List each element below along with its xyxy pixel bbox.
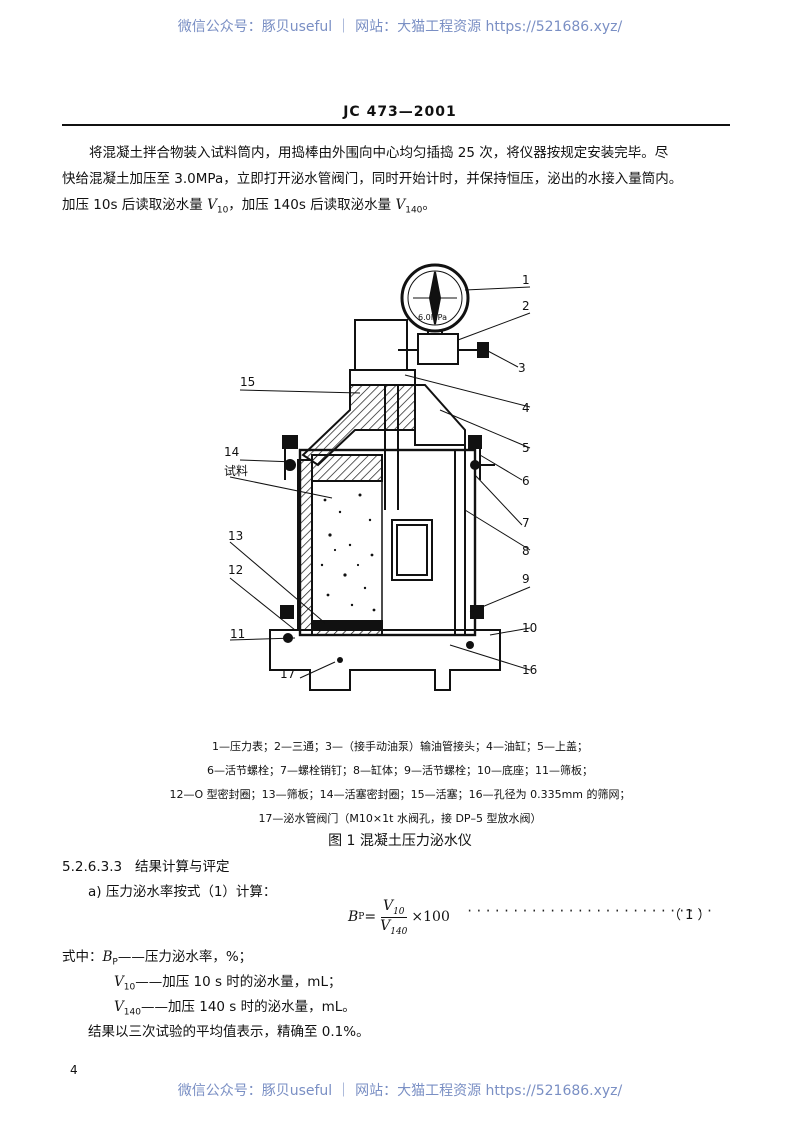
callout-16: 16 — [522, 663, 537, 677]
bleeding-apparatus-diagram: 6.0MPa — [224, 263, 537, 691]
where-line-3: V140——加压 140 s 时的泌水量，mL。 — [114, 999, 356, 1018]
where-line-1: 式中：BP——压力泌水率，%； — [62, 949, 253, 968]
watermark-bottom: 微信公众号：豚贝useful ｜ 网站：大猫工程资源 https://52168… — [177, 1083, 623, 1099]
where-line-2: V10——加压 10 s 时的泌水量，mL； — [114, 974, 342, 993]
sample-label: 试料 — [224, 463, 248, 478]
callout-7: 7 — [522, 516, 530, 530]
figure-caption-line-4: 17—泌水管阀门（M10×1t 水阀孔，接 DP–5 型放水阀） — [258, 812, 542, 825]
intro-line-1: 将混凝土拌合物装入试料筒内，用捣棒由外围向中心均匀插捣 25 次，将仪器按规定安… — [89, 145, 669, 161]
callout-15: 15 — [240, 375, 255, 389]
pressure-gauge — [400, 263, 470, 333]
intro-line-3: 加压 10s 后读取泌水量 V10，加压 140s 后读取泌水量 V140。 — [62, 197, 436, 216]
callout-2: 2 — [522, 299, 530, 313]
figure-caption-line-2: 6—活节螺栓；7—螺栓销钉；8—缸体；9—活节螺栓；10—底座；11—筛板； — [207, 764, 593, 777]
callout-8: 8 — [522, 544, 530, 558]
intro-paragraph: 将混凝土拌合物装入试料筒内，用捣棒由外围向中心均匀插捣 25 次，将仪器按规定安… — [62, 140, 730, 224]
callout-numbers: 1 2 3 4 5 6 7 8 9 10 11 12 13 14 15 16 1… — [224, 273, 537, 681]
callout-17: 17 — [280, 667, 295, 681]
callout-13: 13 — [228, 529, 243, 543]
callout-4: 4 — [522, 401, 530, 415]
result-note: 结果以三次试验的平均值表示，精确至 0.1%。 — [88, 1024, 370, 1040]
item-a: a) 压力泌水率按式（1）计算： — [88, 884, 277, 900]
callout-12: 12 — [228, 563, 243, 577]
callout-11: 11 — [230, 627, 245, 641]
gauge-scale-label: 6.0MPa — [418, 313, 447, 322]
figure-title: 图 1 混凝土压力泌水仪 — [328, 833, 472, 849]
callout-5: 5 — [522, 441, 530, 455]
callout-9: 9 — [522, 572, 530, 586]
callout-14: 14 — [224, 445, 239, 459]
callout-3: 3 — [518, 361, 526, 375]
equation-number: （ 1 ） — [668, 908, 711, 923]
standard-code: JC 473—2001 — [343, 104, 457, 120]
section-number: 5.2.6.3.3 — [62, 859, 123, 875]
watermark-top: 微信公众号：豚贝useful ｜ 网站：大猫工程资源 https://52168… — [177, 19, 623, 35]
header-rule — [62, 124, 730, 126]
callout-10: 10 — [522, 621, 537, 635]
section-title: 结果计算与评定 — [135, 859, 230, 875]
callout-1: 1 — [522, 273, 530, 287]
section-heading: 5.2.6.3.3 结果计算与评定 — [62, 855, 230, 875]
figure-caption-line-1: 1—压力表；2—三通；3—（接手动油泵）输油管接头；4—油缸；5—上盖； — [212, 740, 588, 753]
page-number: 4 — [70, 1063, 78, 1077]
formula-leader-dots: ······························ — [466, 904, 716, 918]
intro-line-2: 快给混凝土加压至 3.0MPa，立即打开泌水管阀门，同时开始计时，并保持恒压，泌… — [62, 171, 683, 187]
figure-caption-line-3: 12—O 型密封圈；13—筛板；14—活塞密封圈；15—活塞；16—孔径为 0.… — [169, 788, 631, 801]
callout-6: 6 — [522, 474, 530, 488]
